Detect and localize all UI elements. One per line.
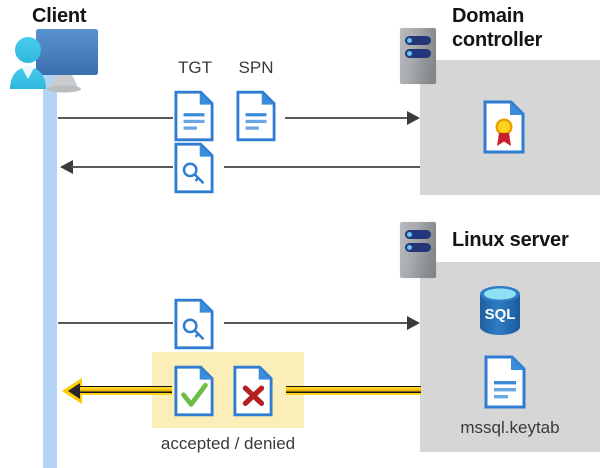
domain-controller-title: Domain controller — [452, 5, 543, 51]
tgt-label: TGT — [178, 58, 212, 77]
client-title: Client — [32, 5, 87, 27]
user-monitor-icon — [4, 25, 100, 93]
result-line-left — [80, 386, 172, 395]
flow3-line-left — [58, 322, 173, 324]
document-text-icon-tgt — [174, 90, 214, 142]
flow2-arrowhead — [60, 160, 73, 174]
document-key-icon-service-ticket — [174, 298, 214, 350]
client-lifeline — [43, 74, 57, 468]
flow2-line-left — [71, 166, 173, 168]
sql-label: SQL — [485, 306, 516, 323]
document-cross-icon-denied — [233, 365, 273, 417]
spn-label: SPN — [238, 58, 274, 77]
document-check-icon-accepted — [174, 365, 214, 417]
linux-server-title: Linux server — [452, 229, 569, 251]
document-certificate-icon — [483, 100, 525, 154]
result-arrowhead-inner — [68, 383, 80, 399]
document-text-icon-keytab — [484, 355, 526, 409]
result-line-middle — [286, 386, 421, 395]
sql-database-icon: SQL — [474, 283, 526, 338]
server-rack-icon-dc — [400, 28, 436, 84]
server-rack-icon-linux — [400, 222, 436, 278]
flow1-line-right — [285, 117, 408, 119]
document-key-icon-dc-ticket — [174, 142, 214, 194]
result-label: accepted / denied — [160, 434, 296, 453]
flow3-line-right — [224, 322, 408, 324]
flow1-arrowhead — [407, 111, 420, 125]
flow3-arrowhead — [407, 316, 420, 330]
flow2-line-right — [224, 166, 420, 168]
flow1-line-left — [58, 117, 173, 119]
keytab-label: mssql.keytab — [460, 418, 560, 437]
document-text-icon-spn — [236, 90, 276, 142]
